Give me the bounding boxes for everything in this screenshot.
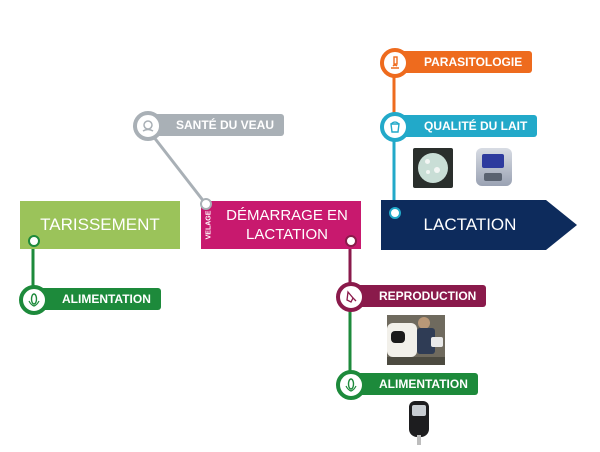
badge-qualite-lait bbox=[380, 112, 410, 142]
tag-reproduction-label: REPRODUCTION bbox=[379, 289, 477, 303]
dot-velage bbox=[200, 198, 212, 210]
milk-bucket-icon bbox=[390, 121, 400, 133]
badge-parasitologie bbox=[380, 48, 410, 78]
microscope-icon bbox=[391, 56, 399, 69]
tag-qualite-lait-label: QUALITÉ DU LAIT bbox=[424, 119, 528, 133]
badge-alimentation-left bbox=[19, 285, 49, 315]
lactation-arrow-shape bbox=[381, 200, 577, 250]
stage-lactation: LACTATION bbox=[395, 201, 545, 249]
stage-tarissement-label: TARISSEMENT bbox=[40, 215, 160, 234]
tag-sante-veau-label: SANTÉ DU VEAU bbox=[176, 118, 275, 132]
tag-alimentation-mid-label: ALIMENTATION bbox=[379, 377, 468, 391]
cow-ultrasound-photo bbox=[387, 315, 445, 365]
tag-alimentation-mid: ALIMENTATION bbox=[353, 373, 478, 395]
dot-lactation bbox=[389, 207, 401, 219]
petri-dish-image bbox=[413, 148, 453, 188]
corn-icon bbox=[345, 378, 357, 392]
tag-reproduction: REPRODUCTION bbox=[353, 285, 487, 307]
ketone-meter-image bbox=[408, 401, 430, 445]
milk-analyzer-image bbox=[472, 146, 516, 190]
ultrasound-probe-icon bbox=[346, 290, 357, 303]
tag-qualite-lait: QUALITÉ DU LAIT bbox=[398, 115, 538, 137]
line-sante-veau bbox=[144, 126, 207, 204]
dot-tarissement bbox=[28, 235, 40, 247]
tag-alimentation-left: ALIMENTATION bbox=[36, 288, 161, 310]
stage-lactation-arrow bbox=[381, 200, 577, 250]
calf-health-icon bbox=[142, 120, 154, 132]
badge-sante-veau bbox=[133, 111, 163, 141]
badge-alimentation-mid bbox=[336, 370, 366, 400]
stage-lactation-label: LACTATION bbox=[423, 215, 517, 234]
stage-demarrage: VELAGE DÉMARRAGE EN LACTATION bbox=[201, 201, 361, 249]
stage-demarrage-label: DÉMARRAGE EN LACTATION bbox=[226, 207, 348, 243]
velage-label: VELAGE bbox=[205, 210, 213, 240]
dot-demarrage bbox=[345, 235, 357, 247]
corn-icon bbox=[28, 293, 40, 307]
tag-parasitologie-label: PARASITOLOGIE bbox=[424, 55, 523, 69]
tag-alimentation-left-label: ALIMENTATION bbox=[62, 292, 151, 306]
stage-tarissement: TARISSEMENT bbox=[20, 201, 180, 249]
tag-sante-veau: SANTÉ DU VEAU bbox=[150, 114, 285, 136]
badge-reproduction bbox=[336, 282, 366, 312]
tag-parasitologie: PARASITOLOGIE bbox=[398, 51, 533, 73]
